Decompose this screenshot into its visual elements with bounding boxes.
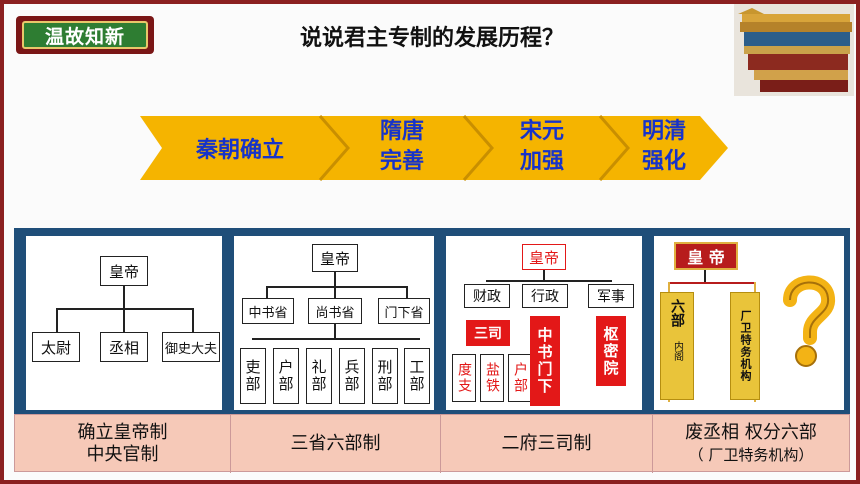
- panel-ming: 皇 帝 六部 内阁 厂卫特务机构: [654, 236, 844, 410]
- song-junshi: 军事: [588, 284, 634, 308]
- song-caizheng: 财政: [464, 284, 510, 308]
- stage-3-line2: 加强: [519, 149, 564, 174]
- stage-3-line1: 宋元: [520, 118, 564, 144]
- frame-bottom: [0, 480, 860, 484]
- review-badge-label: 温故知新: [22, 21, 148, 49]
- review-badge: 温故知新: [16, 16, 154, 54]
- song-yantie: 盐铁: [480, 354, 504, 402]
- ming-emperor: 皇 帝: [674, 242, 738, 270]
- ming-liubu-pillar: 六部 内阁: [660, 292, 694, 400]
- stage-4-line2: 强化: [642, 148, 686, 174]
- ming-liubu: 六部: [669, 299, 685, 327]
- panel-song: 皇帝 财政 行政 军事 三司 度支 盐铁 户部 中书门下 枢密院: [446, 236, 642, 410]
- suitang-gongbu: 工部: [404, 348, 430, 404]
- qin-yushidafu: 御史大夫: [162, 332, 220, 362]
- ming-changwei: 厂卫特务机构: [739, 310, 752, 382]
- panel-qin: 皇帝 太尉 丞相 御史大夫: [26, 236, 222, 410]
- stage-2-line1: 隋唐: [380, 118, 424, 144]
- diagram-panels: 皇帝 太尉 丞相 御史大夫 皇帝 中书省 尚书省 门下省 吏部 户部 礼部: [14, 228, 850, 414]
- song-xingzheng: 行政: [522, 284, 568, 308]
- stage-arrow-4: [586, 116, 728, 180]
- song-zhongshumenxia: 中书门下: [530, 316, 560, 406]
- frame-top: [0, 0, 860, 4]
- suitang-xingbu: 刑部: [372, 348, 398, 404]
- suitang-libu2: 礼部: [306, 348, 332, 404]
- page-title: 说说君主专制的发展历程？: [300, 26, 565, 51]
- suitang-zhongshu: 中书省: [242, 298, 294, 324]
- caption-song-line1: 二府三司制: [501, 433, 592, 454]
- caption-qin-line2: 中央官制: [86, 444, 159, 465]
- caption-song: 二府三司制: [441, 415, 653, 473]
- song-sansi: 三司: [466, 320, 510, 346]
- song-emperor: 皇帝: [522, 244, 566, 270]
- stage-arrows: 秦朝确立 隋唐 完善 宋元 加强 明清 强化: [140, 115, 728, 181]
- song-shumiyuan: 枢密院: [596, 316, 626, 386]
- stage-1-label: 秦朝确立: [195, 137, 284, 163]
- stage-arrow-1: [140, 116, 348, 180]
- frame-left: [0, 0, 4, 484]
- qin-taiwei: 太尉: [32, 332, 80, 362]
- suitang-emperor: 皇帝: [312, 244, 358, 272]
- caption-qin-line1: 确立皇帝制: [77, 422, 168, 443]
- caption-ming: 废丞相 权分六部 （ 厂卫特务机构）: [653, 415, 849, 473]
- panel-suitang: 皇帝 中书省 尚书省 门下省 吏部 户部 礼部 兵部 刑部 工部: [234, 236, 434, 410]
- ming-neige: 内阁: [671, 341, 683, 361]
- ming-changwei-pillar: 厂卫特务机构: [730, 292, 760, 400]
- suitang-menxia: 门下省: [378, 298, 430, 324]
- stage-4-line1: 明清: [642, 118, 686, 144]
- frame-right: [856, 0, 860, 484]
- song-duzhi: 度支: [452, 354, 476, 402]
- caption-qin: 确立皇帝制 中央官制: [15, 415, 231, 473]
- question-mark-icon: [783, 275, 836, 367]
- caption-ming-line2: （ 厂卫特务机构）: [688, 446, 814, 464]
- song-hubu: 户部: [508, 354, 532, 402]
- suitang-shangshu: 尚书省: [308, 298, 362, 324]
- suitang-hubu: 户部: [273, 348, 299, 404]
- qin-chengxiang: 丞相: [100, 332, 148, 362]
- caption-ming-line1: 废丞相 权分六部: [685, 422, 817, 443]
- stage-arrow-3: [450, 116, 628, 180]
- qin-emperor: 皇帝: [100, 256, 148, 286]
- suitang-bingbu: 兵部: [339, 348, 365, 404]
- suitang-libu: 吏部: [240, 348, 266, 404]
- palace-roof-icon: [734, 4, 854, 96]
- caption-suitang-line1: 三省六部制: [290, 433, 381, 454]
- stage-arrow-2: [306, 116, 492, 180]
- caption-suitang: 三省六部制: [231, 415, 441, 473]
- caption-row: 确立皇帝制 中央官制 三省六部制 二府三司制 废丞相 权分六部 （ 厂卫特务机构…: [14, 414, 850, 473]
- stage-2-line2: 完善: [380, 148, 424, 174]
